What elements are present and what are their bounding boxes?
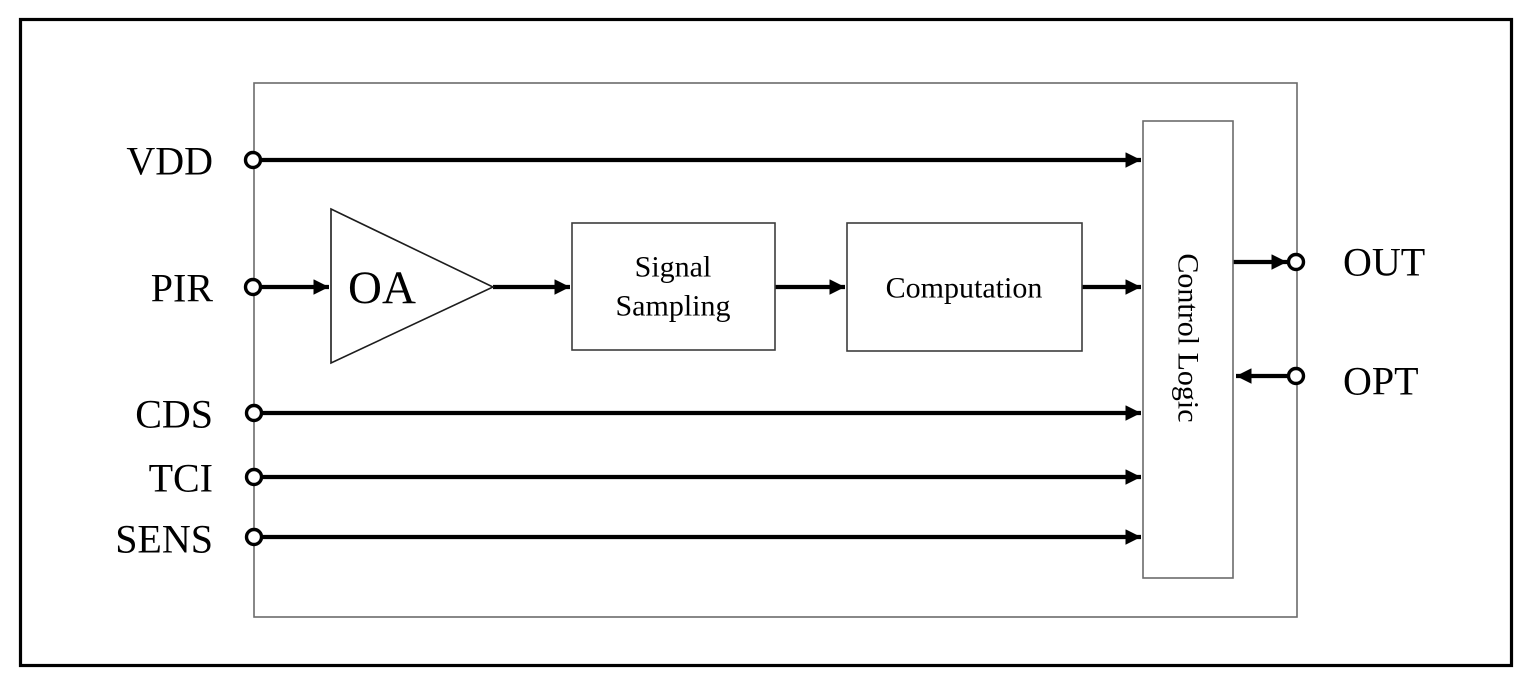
oa-amplifier-triangle: [330, 207, 495, 365]
pin-opt: [1286, 366, 1306, 386]
pin-out: [1286, 252, 1306, 272]
control-logic-label: Control Logic: [1172, 253, 1205, 422]
pin-sens: [244, 527, 264, 547]
pin-cds: [244, 403, 264, 423]
signal-sampling-label-line1: Signal: [635, 251, 712, 284]
oa-label: OA: [348, 262, 416, 314]
label-opt: OPT: [1343, 359, 1419, 404]
signal-sampling-label-line2: Sampling: [615, 290, 730, 323]
chip-boundary: [253, 82, 1298, 618]
pin-pir: [243, 277, 263, 297]
pin-tci: [244, 467, 264, 487]
computation-label: Computation: [886, 272, 1043, 305]
label-pir: PIR: [151, 266, 214, 311]
control-logic-box: [1142, 120, 1234, 579]
computation-box: [846, 222, 1083, 352]
label-sens: SENS: [115, 517, 213, 562]
pin-vdd: [243, 150, 263, 170]
label-tci: TCI: [149, 456, 213, 501]
label-cds: CDS: [135, 392, 213, 437]
label-vdd: VDD: [126, 139, 213, 184]
outer-border: [18, 17, 1514, 668]
signal-sampling-box: [571, 222, 776, 351]
label-out: OUT: [1343, 240, 1425, 285]
